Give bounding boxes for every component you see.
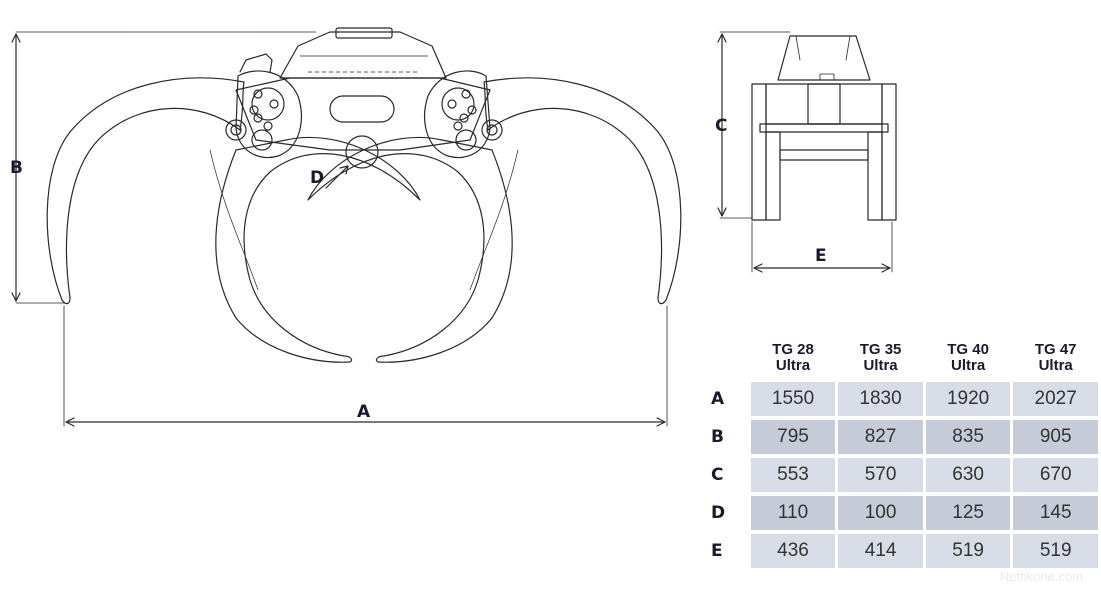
dimension-e xyxy=(751,221,893,273)
row-label: C xyxy=(711,465,724,485)
table-cell: 1830 xyxy=(838,382,923,416)
grapple-outer-tines xyxy=(46,77,682,305)
table-cell: 827 xyxy=(838,420,923,454)
grapple-front-view xyxy=(225,27,503,169)
row-label: B xyxy=(711,427,724,447)
table-row: E 436 414 519 519 xyxy=(705,534,1098,568)
table-cell: 795 xyxy=(750,420,836,454)
table-cell: 414 xyxy=(838,534,923,568)
table-row: B 795 827 835 905 xyxy=(705,420,1098,454)
grapple-side-view xyxy=(751,35,897,221)
dim-label-b: B xyxy=(10,158,23,178)
table-row: C 553 570 630 670 xyxy=(705,458,1098,492)
row-label: D xyxy=(711,503,726,523)
grapple-inner-tines xyxy=(209,136,519,363)
table-cell: 1550 xyxy=(750,382,836,416)
table-cell: 2027 xyxy=(1013,382,1098,416)
table-cell: 436 xyxy=(750,534,836,568)
table-cell: 519 xyxy=(1013,534,1098,568)
table-cell: 145 xyxy=(1013,496,1098,530)
row-label: A xyxy=(711,389,725,409)
dimension-b xyxy=(11,31,317,304)
dimension-c xyxy=(717,31,791,219)
watermark: Nettikone.com xyxy=(999,569,1083,584)
table-cell: 110 xyxy=(750,496,836,530)
table-row: D 110 100 125 145 xyxy=(705,496,1098,530)
table-cell: 905 xyxy=(1013,420,1098,454)
dim-label-c: C xyxy=(715,116,728,136)
dimension-a xyxy=(63,305,668,427)
dim-label-a: A xyxy=(357,402,371,422)
table-cell: 670 xyxy=(1013,458,1098,492)
table-cell: 519 xyxy=(925,534,1011,568)
table-cell: 630 xyxy=(925,458,1011,492)
dim-label-e: E xyxy=(815,246,827,266)
table-cell: 1920 xyxy=(925,382,1011,416)
dim-label-d: D xyxy=(310,168,325,188)
table-row: A 1550 1830 1920 2027 xyxy=(705,382,1098,416)
table-cell: 553 xyxy=(750,458,836,492)
dimension-d xyxy=(325,165,349,189)
table-cell: 570 xyxy=(838,458,923,492)
table-cell: 835 xyxy=(925,420,1011,454)
row-label: E xyxy=(711,541,723,561)
table-cell: 125 xyxy=(925,496,1011,530)
table-cell: 100 xyxy=(838,496,923,530)
specs-corner xyxy=(705,342,748,378)
